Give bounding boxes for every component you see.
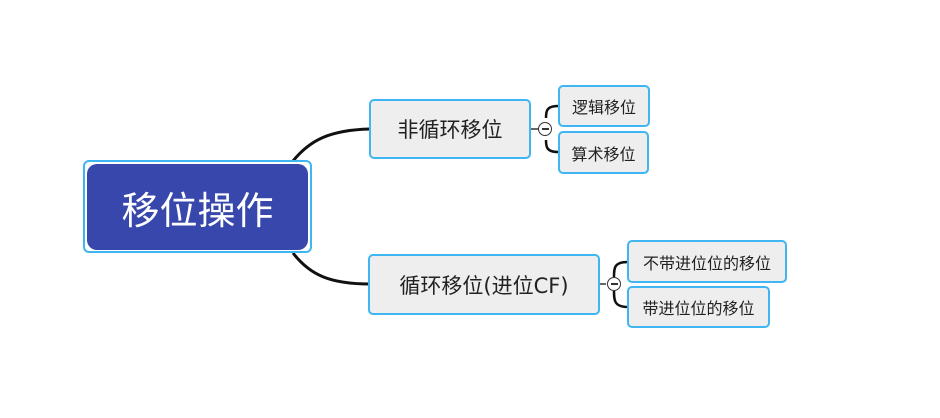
leaf-label: 不带进位位的移位 bbox=[642, 253, 771, 273]
connector-root-to-cyclic bbox=[291, 252, 371, 286]
connector-bracket-noncyclic bbox=[544, 104, 559, 154]
leaf-node-logical-shift[interactable]: 逻辑移位 bbox=[558, 85, 650, 127]
branch-label: 非循环移位 bbox=[397, 118, 503, 142]
branch-label: 循环移位(进位CF) bbox=[399, 273, 569, 298]
root-node-label: 移位操作 bbox=[121, 188, 274, 233]
root-node-selection-frame bbox=[83, 160, 312, 253]
leaf-label: 逻辑移位 bbox=[571, 98, 636, 117]
branch-node-noncyclic-shift[interactable]: 非循环移位 bbox=[369, 99, 531, 159]
leaf-node-arithmetic-shift[interactable]: 算术移位 bbox=[558, 131, 649, 174]
connector-bracket-cyclic bbox=[612, 260, 629, 309]
leaf-label: 带进位位的移位 bbox=[642, 299, 755, 318]
branch-node-cyclic-shift[interactable]: 循环移位(进位CF) bbox=[368, 254, 600, 315]
leaf-node-shift-with-carry[interactable]: 带进位位的移位 bbox=[627, 286, 770, 328]
leaf-label: 算术移位 bbox=[571, 144, 636, 164]
collapse-toggle-icon[interactable] bbox=[607, 277, 621, 291]
collapse-toggle-icon[interactable] bbox=[538, 122, 552, 136]
leaf-node-shift-without-carry[interactable]: 不带进位位的移位 bbox=[627, 240, 787, 283]
root-node[interactable]: 移位操作 bbox=[87, 164, 308, 250]
connector-root-to-noncyclic bbox=[291, 127, 371, 162]
